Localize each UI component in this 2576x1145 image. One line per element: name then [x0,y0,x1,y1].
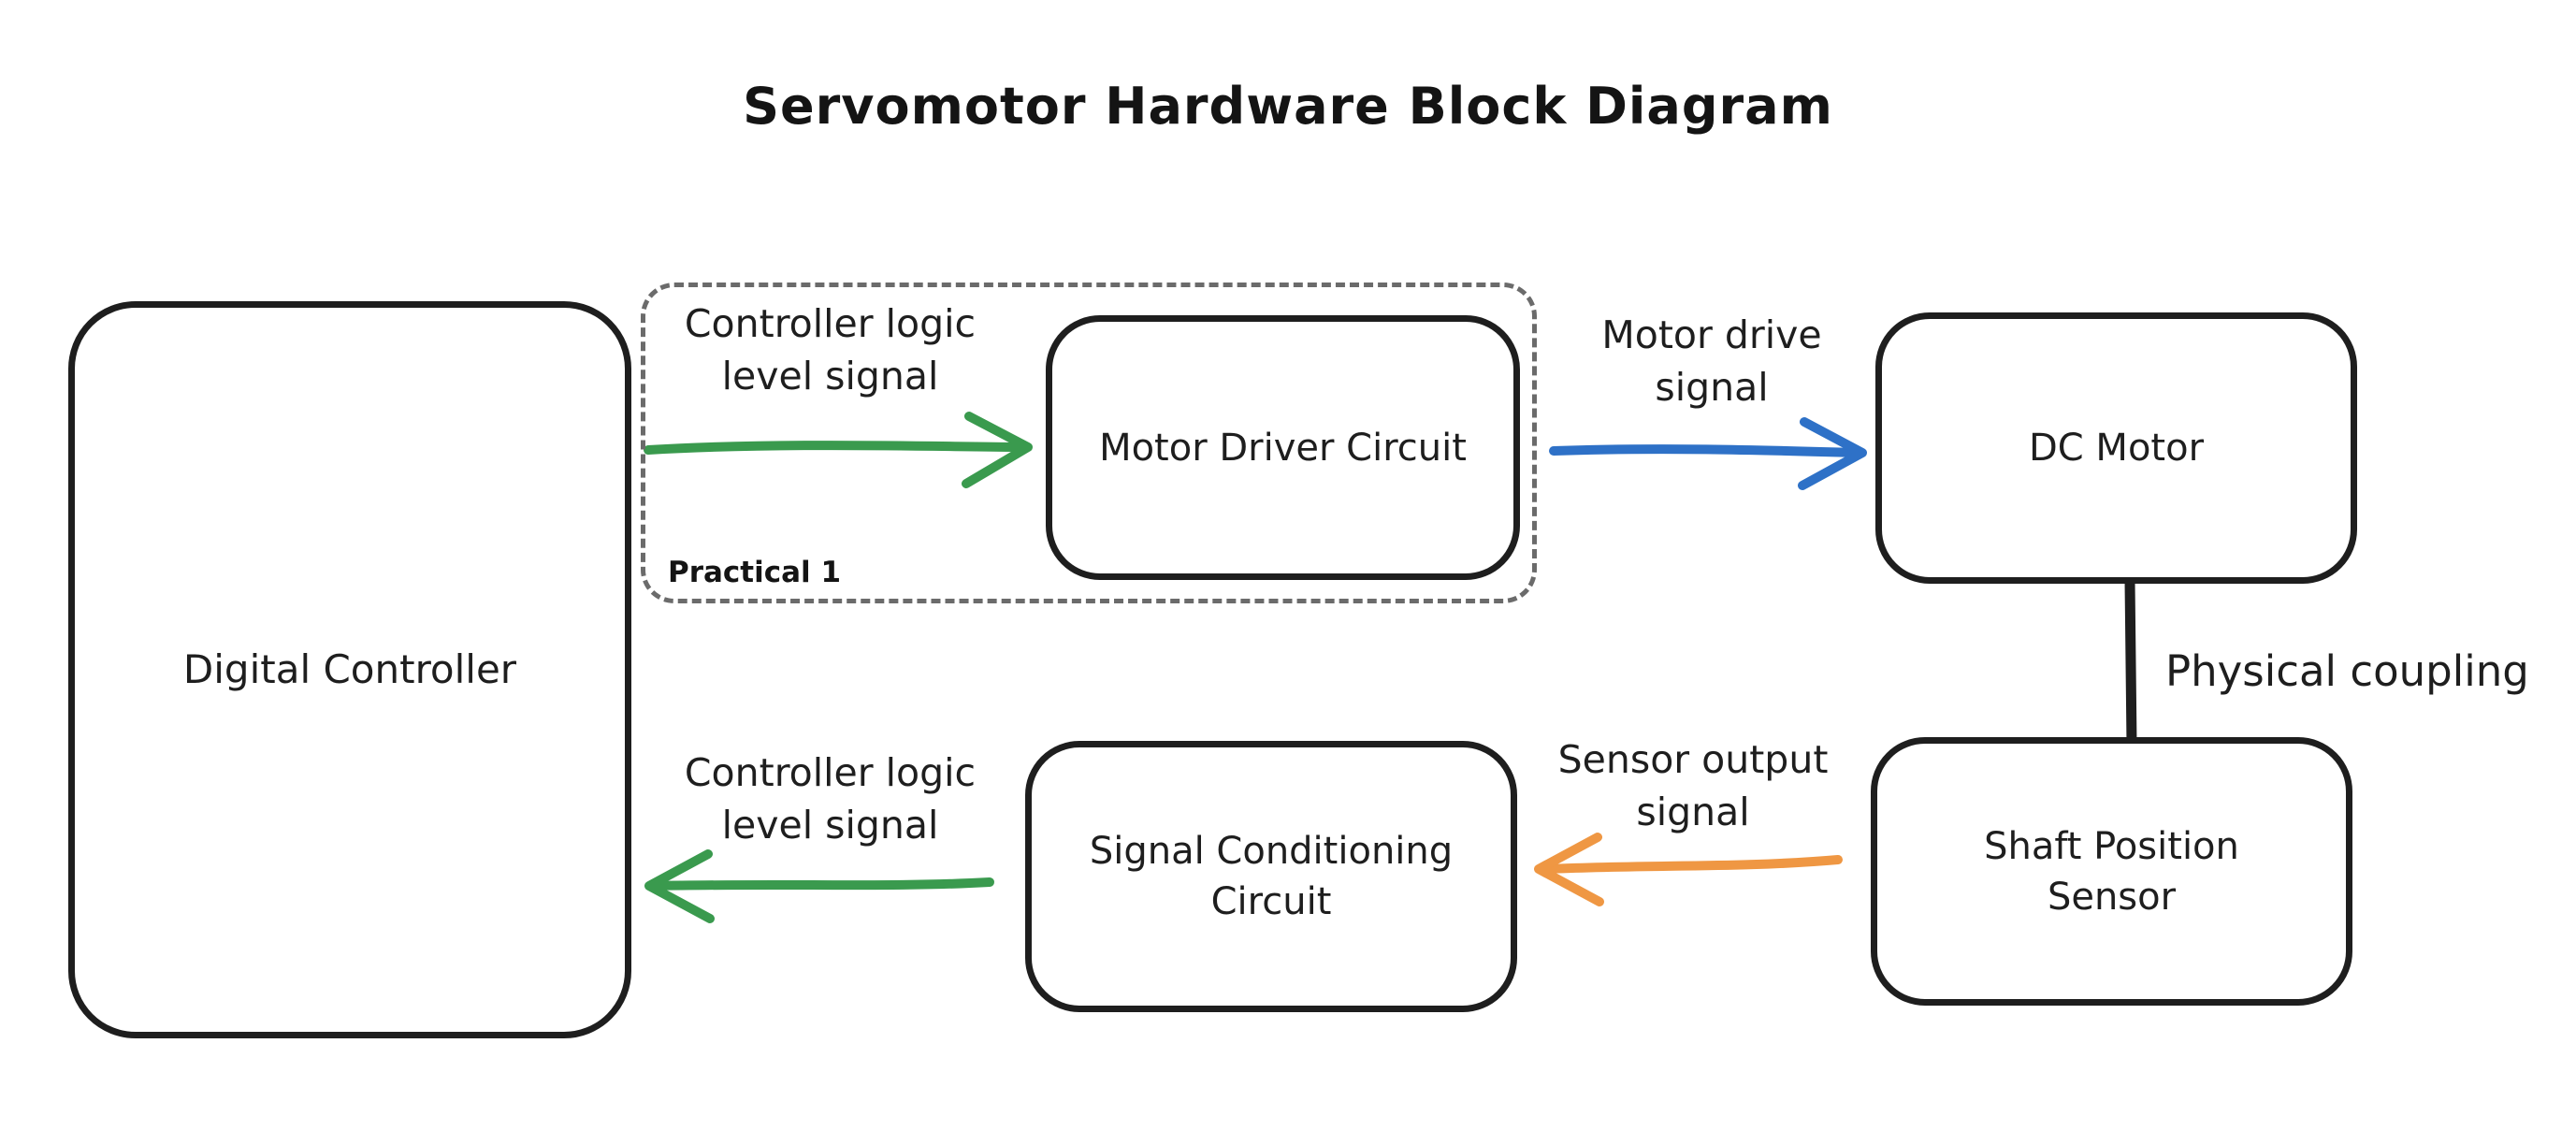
node-label-line1: Shaft Position [1984,824,2239,868]
arrow-conditioning-to-controller-head [644,849,715,923]
group-label: Practical 1 [668,556,842,589]
node-digital-controller: Digital Controller [68,301,631,1038]
node-signal-conditioning-circuit: Signal Conditioning Circuit [1025,741,1517,1012]
line-physical-coupling [2124,575,2137,750]
node-label: Digital Controller [182,646,517,692]
edge-label-line2: signal [1655,365,1769,410]
arrow-conditioning-to-controller-shaft [648,877,994,891]
edge-label-line2: signal [1636,790,1750,834]
edge-label-physical-coupling: Physical coupling [2165,645,2568,698]
edge-label-controller-logic-top: Controller logic level signal [645,297,1015,402]
edge-label-line1: Motor drive [1601,312,1822,357]
edge-label-line1: Controller logic [684,301,977,346]
node-dc-motor: DC Motor [1875,312,2357,584]
arrow-driver-to-motor-head [1798,417,1867,490]
diagram-title: Servomotor Hardware Block Diagram [743,77,1833,136]
arrow-sensor-to-conditioning-shaft [1541,855,1843,874]
node-label-line2: Circuit [1210,880,1332,923]
arrow-driver-to-motor-shaft [1549,444,1860,457]
edge-label-sensor-output-signal: Sensor output signal [1525,733,1861,838]
node-motor-driver-circuit: Motor Driver Circuit [1046,315,1520,580]
node-label-line2: Sensor [2047,875,2177,919]
node-label-line1: Signal Conditioning [1089,830,1454,873]
arrow-sensor-to-conditioning-head [1534,833,1604,906]
edge-label-line1: Controller logic [684,750,977,795]
node-shaft-position-sensor: Shaft Position Sensor [1871,737,2352,1006]
edge-label-line1: Physical coupling [2165,646,2529,696]
edge-label-line2: level signal [721,803,939,848]
edge-label-motor-drive-signal: Motor drive signal [1548,309,1875,413]
node-label: DC Motor [2028,427,2205,470]
edge-label-controller-logic-bottom: Controller logic level signal [645,746,1015,851]
edge-label-line2: level signal [721,354,939,399]
edge-label-line1: Sensor output [1557,737,1829,782]
group-practical-1: Practical 1 [641,283,1537,603]
node-label: Motor Driver Circuit [1099,426,1467,470]
